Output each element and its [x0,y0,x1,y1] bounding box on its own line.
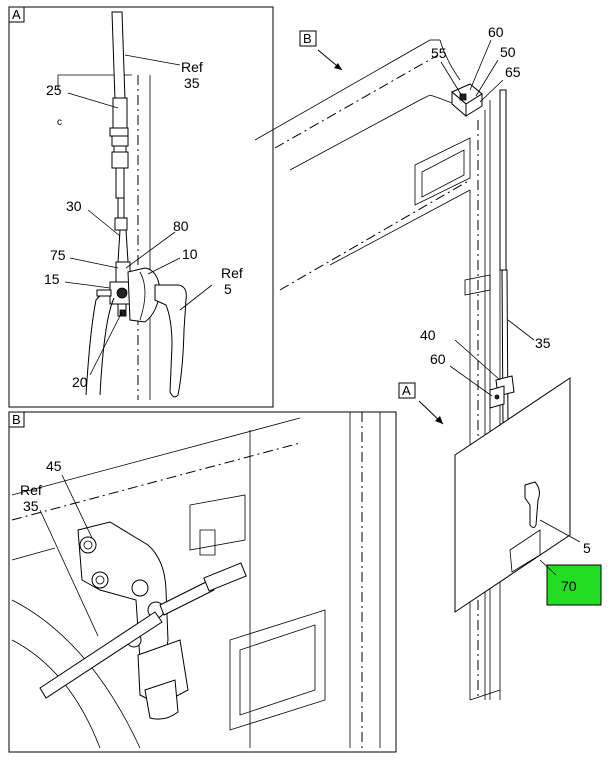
rod-35 [499,89,507,271]
detail-view-b: B 45 Ref [8,411,397,753]
label-15: 15 [44,271,60,287]
label-55: 55 [431,45,447,61]
label-10: 10 [182,246,198,262]
label-65: 65 [505,64,521,80]
part-70-highlight[interactable] [546,564,602,606]
label-40: 40 [420,327,436,343]
label-ref35-b-1: Ref [20,482,42,498]
door-panel [454,377,571,613]
label-25: 25 [46,82,62,98]
label-45: 45 [46,458,62,474]
callout-b-box [299,30,317,47]
label-ref5-1: Ref [221,265,243,281]
label-20: 20 [72,374,88,390]
label-5: 5 [583,540,591,556]
label-30: 30 [66,198,82,214]
detail-a-frame [8,6,274,408]
label-ref35-b-2: 35 [23,498,39,514]
detail-b-letter-box [8,411,25,428]
cable-rod [111,11,126,101]
label-tiny-c: c [57,117,62,128]
latch-handle [154,284,187,398]
label-70[interactable]: 70 [561,578,577,594]
label-60-mid: 60 [430,351,446,367]
detail-b-letter: B [12,412,21,427]
callout-a-letter: A [402,383,411,398]
detail-a-letter: A [12,7,21,22]
label-ref35-a-1: Ref [181,59,203,75]
label-75: 75 [50,247,66,263]
label-50: 50 [500,44,516,60]
label-ref5-2: 5 [224,281,232,297]
handle-5 [524,481,540,528]
main-view: B [254,24,602,701]
callout-a-box [398,382,416,399]
label-60-top: 60 [488,24,504,40]
detail-b-frame [8,411,397,753]
label-80: 80 [173,218,189,234]
label-35: 35 [535,335,551,351]
detail-a-letter-box [8,6,25,23]
callout-b-letter: B [303,31,312,46]
label-ref35-a-2: 35 [184,75,200,91]
detail-view-a: A [8,6,274,408]
rod-ref35-b [39,611,163,699]
